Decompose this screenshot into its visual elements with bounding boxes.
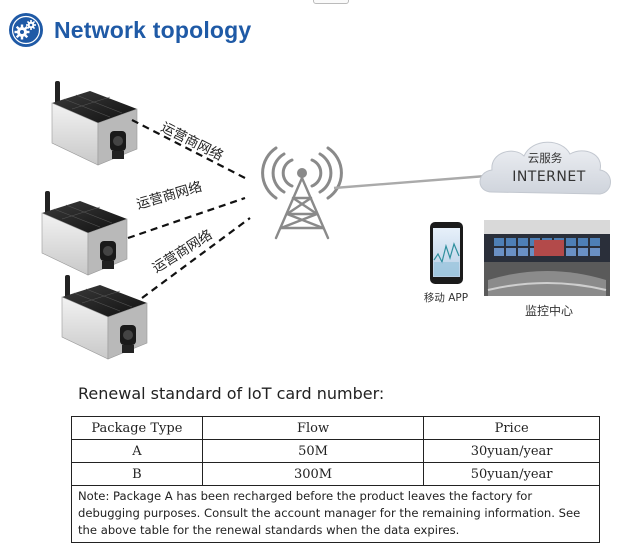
renewal-heading: Renewal standard of IoT card number:: [78, 384, 385, 403]
top-tab: [313, 0, 349, 4]
carrier-label-2: 运营商网络: [135, 179, 205, 213]
column-header: Package Type: [71, 416, 203, 440]
table-cell: 30yuan/year: [423, 439, 600, 463]
gears-icon: [9, 13, 43, 47]
radio-tower-icon: [261, 146, 343, 240]
table-cell: B: [71, 462, 203, 486]
table-header-row: Package Type Flow Price: [71, 416, 600, 440]
monitoring-center-image: [484, 220, 610, 296]
sensor-device-3: [61, 274, 148, 360]
note-row: Note: Package A has been recharged befor…: [71, 485, 600, 543]
table-cell: 300M: [201, 462, 425, 486]
cloud-icon: [479, 141, 611, 195]
table-cell: A: [71, 439, 203, 463]
link-device-1: [131, 119, 246, 179]
column-header: Price: [423, 416, 600, 440]
link-device-2: [127, 196, 246, 240]
table-cell: 50yuan/year: [423, 462, 600, 486]
link-device-3: [141, 217, 251, 299]
phone-icon: [430, 222, 463, 284]
column-header: Flow: [201, 416, 425, 440]
cloud-label-en: INTERNET: [512, 169, 586, 185]
page-title: Network topology: [54, 16, 252, 43]
table-note: Note: Package A has been recharged befor…: [71, 485, 600, 543]
sensor-device-1: [51, 80, 138, 166]
network-diagram: 运营商网络 运营商网络 运营商网络 云服务 INTERNET: [41, 80, 611, 360]
table-row: B 300M 50yuan/year: [71, 462, 600, 486]
carrier-label-1: 运营商网络: [158, 119, 226, 164]
table-row: A 50M 30yuan/year: [71, 439, 600, 463]
package-table: Package Type Flow Price A 50M 30yuan/yea…: [71, 416, 600, 543]
link-internet: [333, 174, 487, 190]
cloud-label-cn: 云服务: [528, 151, 563, 165]
app-label: 移动 APP: [424, 291, 468, 304]
section-header: Network topology: [8, 10, 251, 50]
monitor-label: 监控中心: [525, 303, 573, 318]
sensor-device-2: [41, 190, 128, 276]
table-cell: 50M: [201, 439, 425, 463]
